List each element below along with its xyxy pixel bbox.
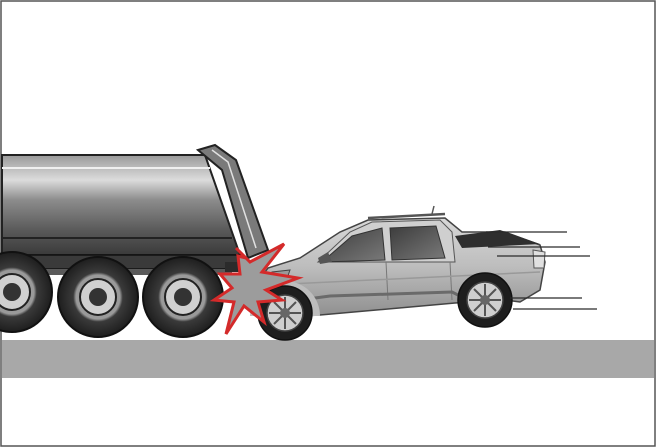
road-surface bbox=[2, 340, 654, 378]
car-rear-wheel bbox=[458, 273, 512, 327]
truck-wheel-3 bbox=[143, 257, 223, 337]
truck-wheel-2 bbox=[58, 257, 138, 337]
